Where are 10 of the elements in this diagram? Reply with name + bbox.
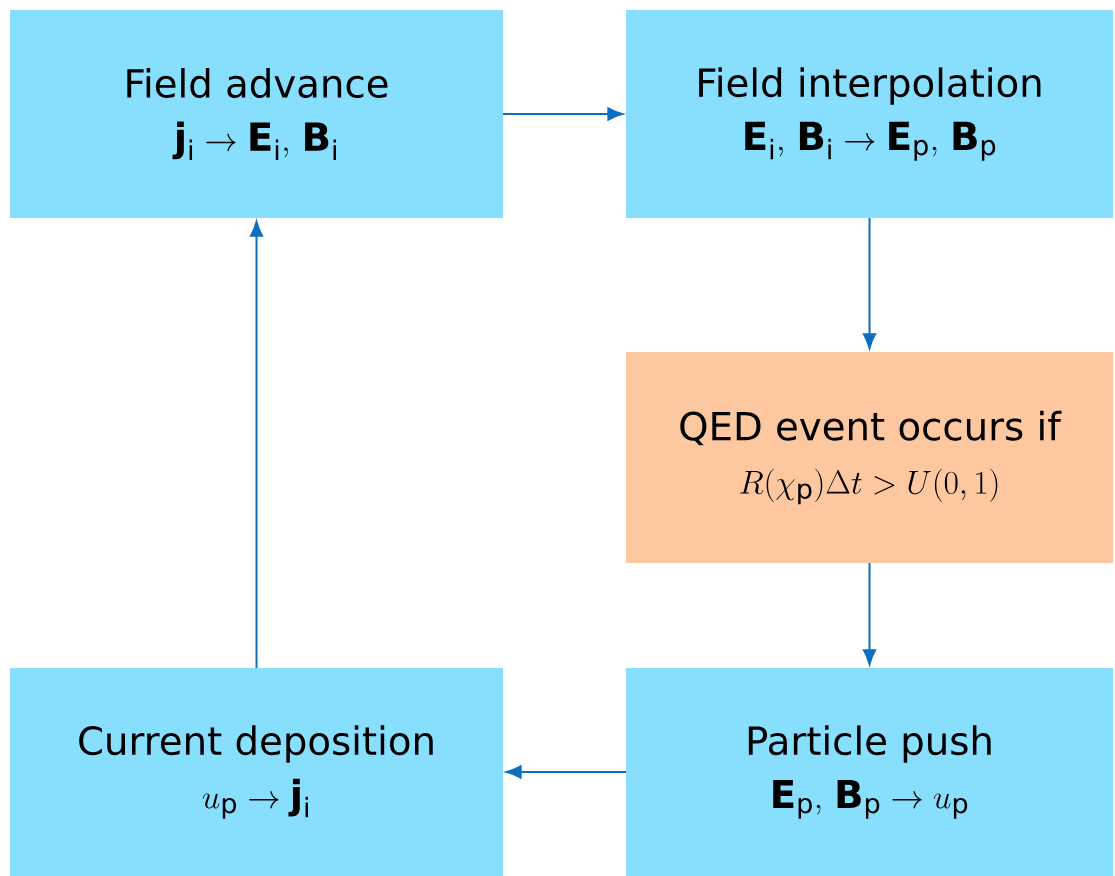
process-box: Current deposition $u_{\mathrm{p}} \rightarrow \mathbf{j}_{\mathrm{i}}$ [10,668,503,876]
arrow [249,220,264,669]
process-box: Field interpolation $\mathbf{E}_{\mathrm{i}},\, \mathbf{B}_{\mathrm{i}} \rightarrow \mathbf{E}_{\mathrm{p}},\, \mathbf{B}_{\mathrm{p}}$ [626,10,1113,218]
arrow [505,765,627,779]
condition-box: QED event occurs if $R(\chi_{\mathrm{p}})\Delta t > U(0,1)$ [626,352,1113,563]
arrow [862,217,877,350]
arrow [502,107,624,121]
process-box: Particle push $\mathbf{E}_{\mathrm{p}},\, \mathbf{B}_{\mathrm{p}} \rightarrow u_{\mathrm{p}}$ [626,668,1113,876]
arrow [862,562,877,666]
process-box: Field advance $\mathbf{j}_{\mathrm{i}} \rightarrow \mathbf{E}_{\mathrm{i}},\, \mathbf{B}_{\mathrm{i}}$ [10,10,503,218]
